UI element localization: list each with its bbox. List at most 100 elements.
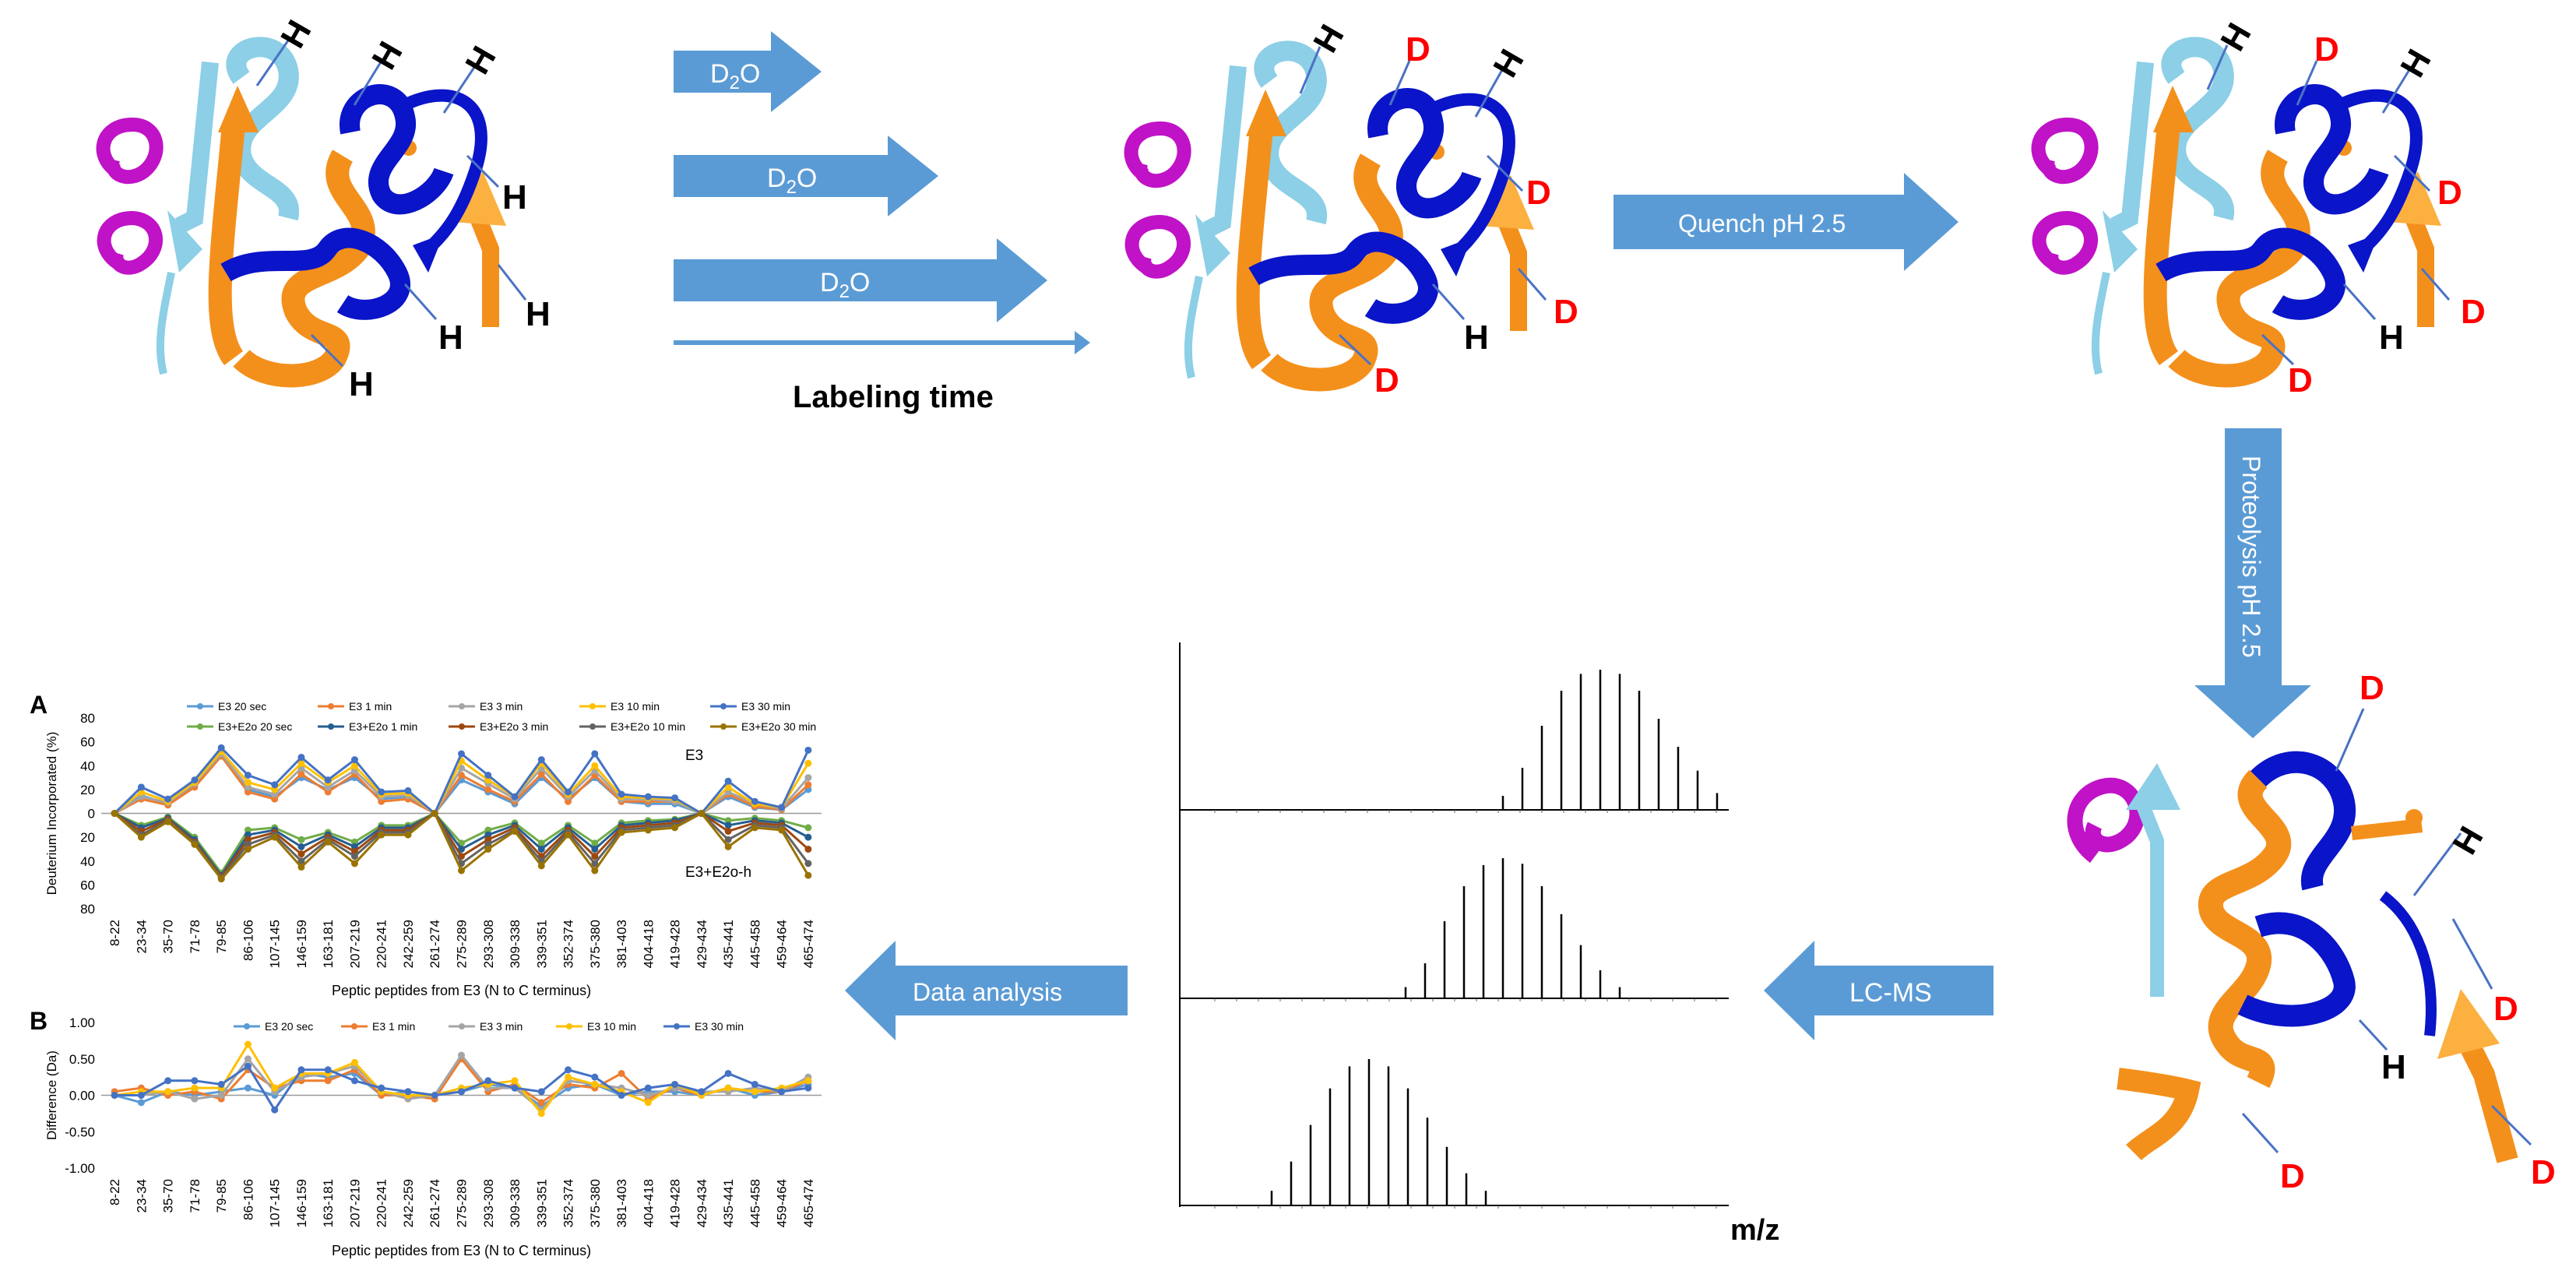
magenta-helix [1124, 214, 1191, 279]
blue-helix-fragment [2250, 751, 2356, 891]
data-point [324, 1077, 332, 1085]
x-tick-label: 419-428 [668, 920, 683, 968]
x-tick-label: 339-351 [534, 920, 549, 968]
data-point [350, 860, 358, 867]
blue-coil [2329, 89, 2423, 254]
lightblue-coil [156, 272, 175, 375]
data-point [137, 1099, 145, 1107]
blue-helix [2275, 84, 2389, 215]
lightblue-arrowhead [2126, 763, 2180, 810]
chart-annotation: E3 [685, 748, 703, 764]
x-tick-label: 429-434 [695, 920, 709, 968]
y-tick-label: 40 [80, 854, 95, 869]
magenta-helix [96, 117, 164, 185]
blue-coil [394, 89, 487, 254]
d-label: D [2360, 669, 2384, 707]
lightblue-coil [1184, 276, 1203, 379]
x-tick-label: 352-374 [561, 1179, 576, 1227]
data-point [671, 794, 679, 802]
data-point [404, 831, 412, 839]
data-point [484, 786, 492, 794]
x-tick-label: 375-380 [588, 920, 603, 968]
lightblue-arrowhead [1195, 214, 1230, 276]
x-tick-label: 242-259 [401, 920, 416, 968]
data-point [591, 867, 599, 875]
legend-swatch-point [720, 723, 727, 730]
y-tick-label: 20 [80, 830, 95, 845]
x-tick-label: 79-85 [214, 1179, 229, 1212]
data-point [431, 810, 438, 817]
legend-swatch-point [459, 703, 465, 709]
x-tick-label: 375-380 [588, 1179, 603, 1227]
x-tick-label: 261-274 [428, 920, 442, 968]
orange-strand [2143, 123, 2180, 365]
data-point [804, 860, 812, 867]
x-tick-label: 419-428 [668, 1179, 683, 1227]
orange-strand [208, 123, 245, 365]
y-tick-label: 80 [80, 711, 95, 726]
d-label: D [2437, 174, 2462, 212]
proteolysis-arrow: Proteolysis pH 2.5 [2194, 428, 2311, 738]
lightblue-arrowhead [2103, 210, 2138, 273]
blue-arrowhead [1441, 238, 1472, 276]
data-point [297, 836, 305, 843]
y-tick-label: 0.50 [69, 1052, 95, 1067]
data-point [217, 744, 225, 751]
lightblue-helix [1254, 40, 1328, 225]
data-point [297, 850, 305, 858]
x-tick-label: 107-145 [268, 920, 283, 968]
data-point [618, 1092, 625, 1099]
data-point [431, 1092, 438, 1099]
y-axis-label: Difference (Da) [44, 1050, 59, 1140]
data-point [458, 845, 465, 853]
data-point [297, 1066, 305, 1074]
data-point [244, 779, 252, 787]
legend-swatch-point [459, 723, 465, 730]
data-point [137, 783, 145, 791]
d-label: D [2314, 30, 2339, 69]
data-point [804, 871, 812, 879]
blue-helix [1248, 231, 1438, 324]
h-label: H [2381, 1048, 2406, 1086]
data-point [671, 824, 679, 832]
d-label: D [2280, 1157, 2305, 1195]
data-point [537, 1110, 545, 1117]
data-point [591, 1073, 599, 1081]
ribbon-group [2031, 37, 2441, 388]
data-point [724, 1084, 732, 1092]
blue-arrowhead [2348, 234, 2379, 273]
data-point [484, 845, 492, 853]
orange-strand-fragment [2458, 1038, 2518, 1163]
x-tick-label: 381-403 [614, 1179, 629, 1227]
orange-fragment [2351, 818, 2423, 840]
data-point [137, 833, 145, 841]
d-label: D [1526, 174, 1551, 212]
x-tick-label: 404-418 [641, 1179, 656, 1227]
data-point [644, 793, 652, 801]
data-point [618, 790, 625, 798]
svg-text:D2O: D2O [767, 164, 817, 198]
d2o-arrow-3: D2O [674, 238, 1047, 322]
data-point [458, 772, 465, 779]
protein-ribbon-icon [96, 37, 506, 388]
mass-spectrum-icon [1179, 642, 1729, 1209]
x-tick-label: 242-259 [401, 1179, 416, 1227]
d-label: D [1554, 293, 1578, 331]
data-point [804, 759, 812, 767]
d-label: D [1374, 361, 1399, 399]
data-point [350, 853, 358, 860]
data-point [537, 1099, 545, 1107]
orange-helix [233, 150, 375, 388]
magenta-helix [97, 210, 163, 275]
data-point [484, 1077, 492, 1085]
x-tick-label: 207-219 [347, 920, 362, 968]
x-tick-label: 275-289 [455, 1179, 470, 1227]
x-tick-label: 8-22 [107, 920, 122, 946]
data-point [458, 1088, 465, 1096]
h-label: H [364, 35, 410, 76]
data-point [191, 1095, 199, 1103]
data-point [537, 1088, 545, 1096]
data-point [191, 1077, 199, 1085]
data-point [591, 845, 599, 853]
data-point [244, 845, 252, 853]
